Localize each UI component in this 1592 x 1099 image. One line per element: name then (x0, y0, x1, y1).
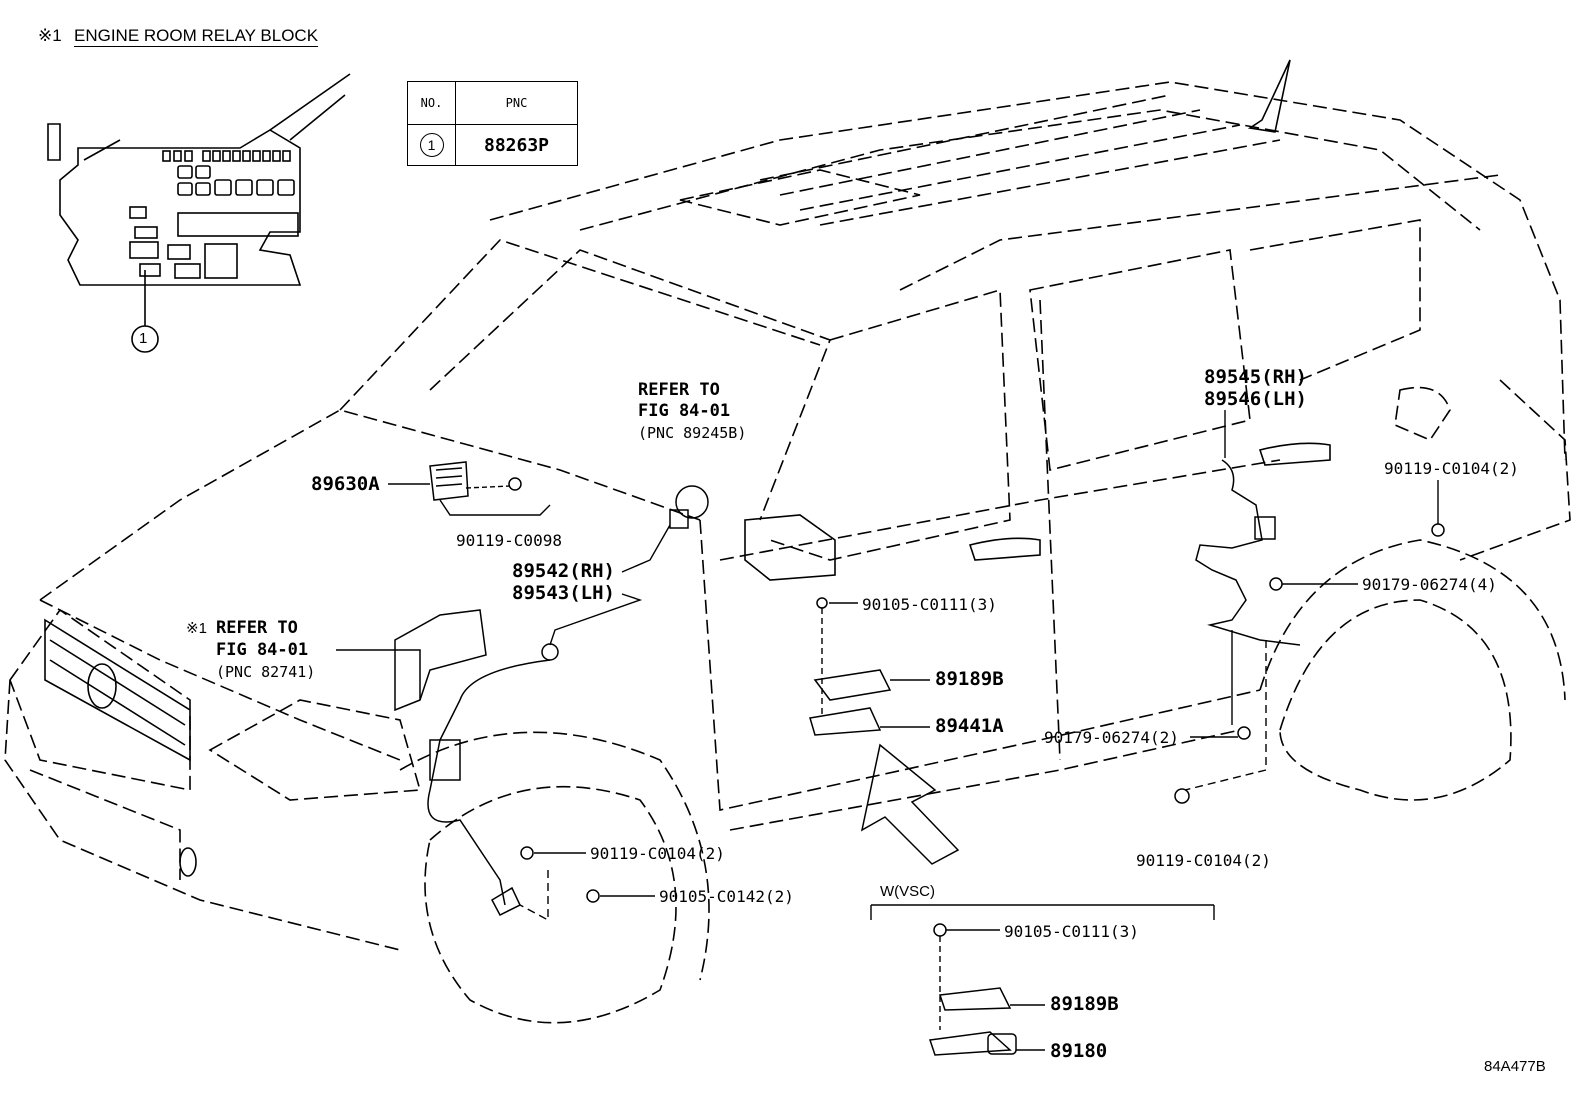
part-89543-label: 89543(LH) (512, 582, 615, 604)
part-90105-C0142-label: 90105-C0142(2) (659, 887, 794, 906)
part-89546-label: 89546(LH) (1204, 388, 1307, 410)
pnc-row-no-cell: 1 (407, 124, 456, 166)
part-89630A-label: 89630A (311, 473, 380, 495)
vsc-part-89180-label: 89180 (1050, 1040, 1108, 1062)
table-row: 1 88263P (407, 124, 578, 166)
vsc-group-header: W(VSC) (880, 883, 935, 900)
part-90179-06274-4-label: 90179-06274(4) (1362, 575, 1497, 594)
refer-note-2-line1: REFER TO (216, 618, 298, 638)
part-90105-C0111-label: 90105-C0111(3) (862, 595, 997, 614)
relay-block-title: ENGINE ROOM RELAY BLOCK (74, 26, 319, 45)
vsc-part-89189B-label: 89189B (1050, 993, 1119, 1015)
refer-note-1-line2: FIG 84-01 (638, 401, 731, 421)
vehicle-outline (4, 81, 1571, 1024)
pnc-table-header-pnc: PNC (455, 81, 578, 125)
part-89189B-label: 89189B (935, 668, 1004, 690)
part-89542-label: 89542(RH) (512, 560, 615, 582)
pnc-table: NO. PNC 1 88263P (407, 81, 578, 166)
part-89545-label: 89545(RH) (1204, 366, 1307, 388)
leader-lines (336, 410, 1439, 1051)
refer-note-2-line2: FIG 84-01 (216, 640, 309, 660)
relay-block-marker: ※1 (38, 26, 62, 45)
relay-callout-number: 1 (139, 330, 148, 347)
part-90119-C0104-front-label: 90119-C0104(2) (590, 844, 725, 863)
relay-block-drawing (47, 73, 351, 353)
pnc-table-header-no: NO. (407, 81, 456, 125)
part-89441A-label: 89441A (935, 715, 1004, 737)
figure-id: 84A477B (1484, 1058, 1546, 1075)
part-90119-C0098-label: 90119-C0098 (456, 531, 562, 550)
part-90119-C0104-bottom-label: 90119-C0104(2) (1136, 851, 1271, 870)
refer-note-2-line3: (PNC 82741) (216, 663, 316, 681)
refer-note-2-marker: ※1 (186, 620, 207, 637)
part-90119-C0104-rear-label: 90119-C0104(2) (1384, 459, 1519, 478)
refer-note-1-line1: REFER TO (638, 380, 720, 400)
pnc-row-pnc: 88263P (455, 124, 578, 166)
refer-note-1-line3: (PNC 89245B) (638, 424, 747, 442)
pnc-row-no: 1 (419, 133, 444, 157)
vehicle-solid-details (44, 59, 1331, 877)
part-90179-06274-2-label: 90179-06274(2) (1044, 728, 1179, 747)
vsc-part-90105-C0111-label: 90105-C0111(3) (1004, 922, 1139, 941)
